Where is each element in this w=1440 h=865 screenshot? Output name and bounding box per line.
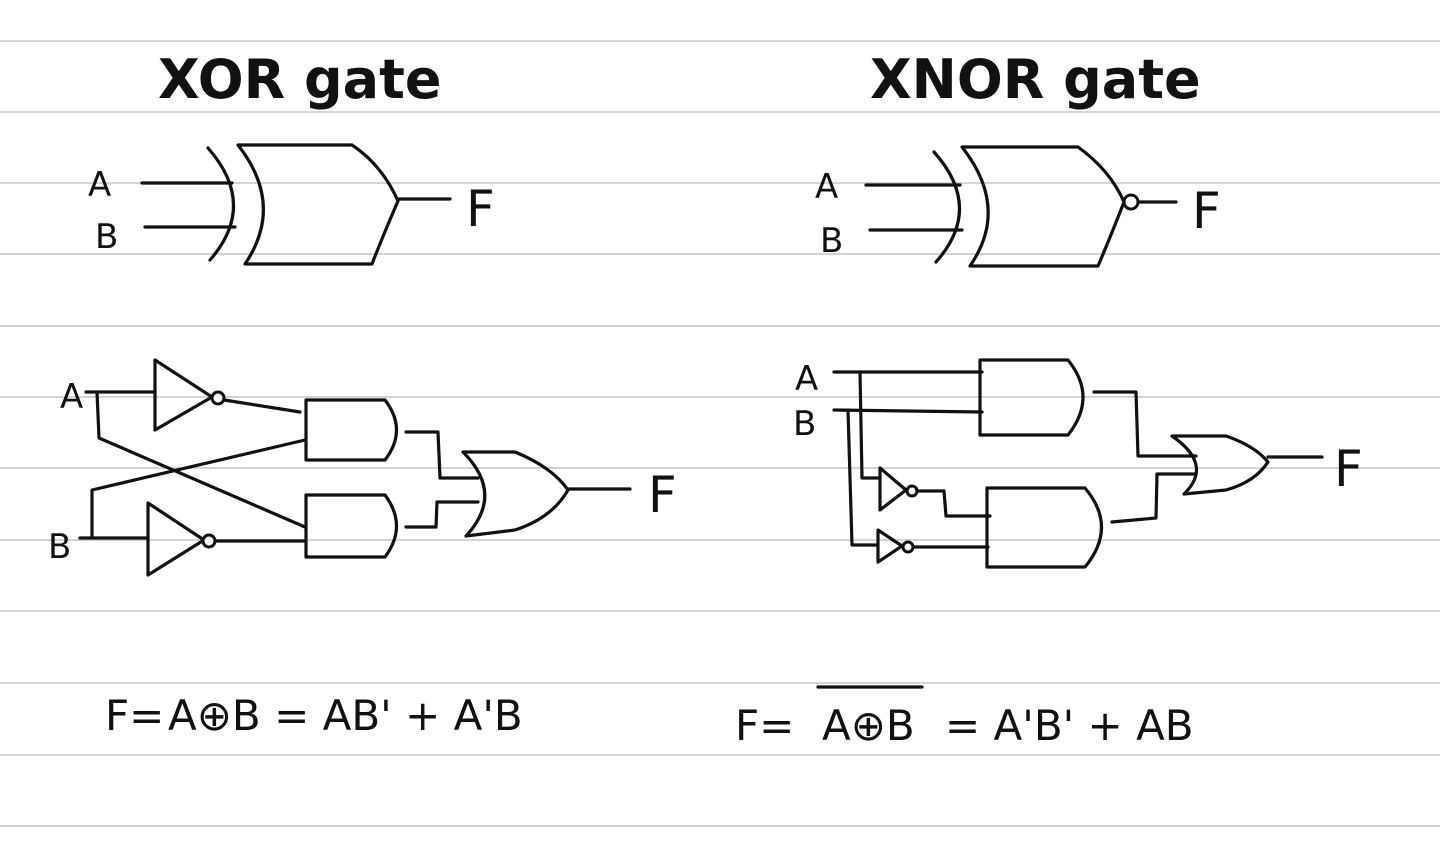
wire-nota-to-and2 [915, 489, 992, 518]
wire-b-to-not [846, 408, 878, 547]
xnor-output-label: F [1192, 182, 1221, 240]
xnor-extra-input-arc [932, 150, 962, 264]
xnor-equation-rhs: = A'B' + AB [945, 701, 1194, 750]
wire-and2-to-or [404, 500, 480, 529]
xnor-equation-lhs: F= [735, 701, 794, 750]
xnor-circuit-output-label: F [1334, 440, 1363, 498]
xor-output-label: F [466, 180, 495, 238]
xor-gate-body [236, 143, 400, 266]
notebook-rule-line [0, 111, 1440, 113]
not-gate-b [876, 528, 904, 564]
not-gate-a [153, 358, 214, 432]
xor-circuit-output-label: F [648, 466, 677, 524]
notebook-rule-line [0, 396, 1440, 398]
notebook-rule-line [0, 610, 1440, 612]
xnor-circuit-input-b-label: B [793, 404, 816, 444]
xnor-circuit: A B F [793, 358, 1363, 569]
xnor-input-a-label: A [815, 167, 838, 207]
notebook-rule-line [0, 40, 1440, 42]
xnor-gate-symbol [864, 145, 1178, 268]
and-gate-2 [304, 493, 398, 559]
xor-circuit: A B F [48, 358, 677, 577]
notebook-rule-line [0, 253, 1440, 255]
notebook-rule-line [0, 754, 1440, 756]
xnor-input-b-label: B [820, 221, 843, 261]
wire-a-to-and2 [95, 390, 307, 529]
wire-a-to-not [858, 370, 880, 480]
notebook-rule-line [0, 539, 1440, 541]
not-gate-a [878, 466, 908, 512]
xor-input-a-label: A [88, 165, 111, 205]
wire-b-to-and1 [832, 408, 984, 414]
notebook-rule-line [0, 325, 1440, 327]
xor-circuit-input-a-label: A [60, 377, 83, 417]
and-gate-1 [978, 358, 1085, 437]
and-gate-1 [304, 398, 398, 462]
xor-circuit-input-b-label: B [48, 527, 71, 567]
xnor-title: XNOR gate [870, 48, 1201, 111]
not-gate-b [146, 501, 206, 577]
xor-input-b-label: B [95, 217, 118, 257]
wire-and1-to-or [1092, 390, 1198, 458]
wire-b-to-and1 [90, 438, 307, 538]
xnor-gate-body [960, 145, 1126, 268]
notebook-rule-line [0, 182, 1440, 184]
notebook-rule-line [0, 682, 1440, 684]
xor-equation-rhs: A⊕B = AB' + A'B [168, 691, 523, 740]
notebook-rule-line [0, 825, 1440, 827]
xnor-output-bubble [1122, 193, 1140, 211]
notebook-rule-line [0, 467, 1440, 469]
xor-equation-lhs: F= [105, 691, 164, 740]
xnor-equation: F= A⊕B = A'B' + AB [735, 685, 1194, 750]
not-gate-b-bubble [201, 533, 217, 549]
xor-equation: F= A⊕B = AB' + A'B [105, 691, 523, 740]
xnor-equation-bar-term: A⊕B [822, 701, 915, 750]
xnor-section: XNOR gate A B F A B [735, 48, 1363, 750]
wire-and1-to-or [404, 430, 480, 480]
or-gate [461, 450, 570, 538]
xor-extra-input-arc [206, 146, 236, 262]
not-gate-a-bubble [210, 390, 226, 406]
xnor-circuit-input-a-label: A [795, 359, 818, 399]
and-gate-2 [985, 486, 1104, 569]
xor-section: XOR gate A B F A B [48, 48, 677, 740]
xor-title: XOR gate [158, 48, 442, 111]
wire-and2-to-or [1110, 472, 1198, 524]
wire-nota-to-and1 [222, 398, 302, 414]
xor-gate-symbol [140, 143, 452, 266]
or-gate [1170, 434, 1270, 496]
